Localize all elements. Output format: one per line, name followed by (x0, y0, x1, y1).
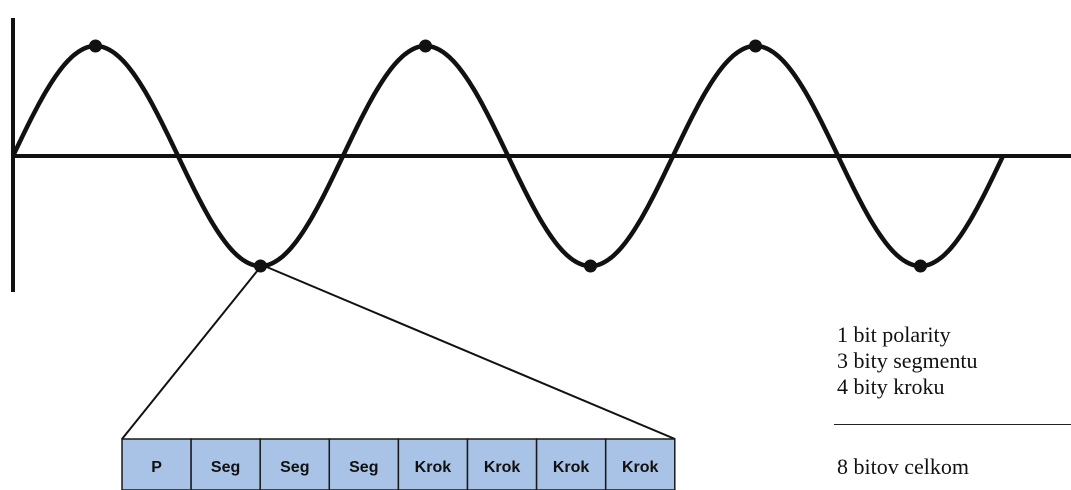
legend-line-polarity: 1 bit polarity (837, 322, 951, 347)
legend-total: 8 bitov celkom (837, 454, 969, 479)
zoom-line-right (261, 264, 676, 440)
trough-point (914, 259, 927, 273)
legend-line-segment: 3 bity segmentu (837, 348, 978, 373)
byte-cell-label: Seg (211, 459, 240, 476)
byte-cell-label: Krok (622, 459, 659, 476)
byte-cell-label: Krok (415, 459, 452, 476)
byte-cell-label: Krok (553, 459, 590, 476)
byte-cell-label: Krok (484, 459, 521, 476)
byte-cell-label: P (151, 459, 162, 476)
trough-point (584, 259, 597, 273)
peak-point (749, 39, 762, 53)
byte-cell (328, 438, 400, 490)
byte-cell (604, 438, 676, 490)
peak-point (419, 39, 432, 53)
zoom-line-left (121, 264, 263, 440)
peak-point (89, 39, 102, 53)
byte-cell (190, 438, 261, 490)
legend-divider (834, 424, 1071, 425)
sine-wave (10, 43, 1006, 269)
byte-cell (535, 438, 607, 490)
byte-cell-label: Seg (349, 459, 378, 476)
sample-points (89, 39, 927, 273)
legend-line-step: 4 bity kroku (837, 374, 945, 399)
byte-cells: P Seg Seg Seg Krok Krok Krok Krok (121, 438, 676, 490)
byte-cell-label: Seg (280, 459, 309, 476)
